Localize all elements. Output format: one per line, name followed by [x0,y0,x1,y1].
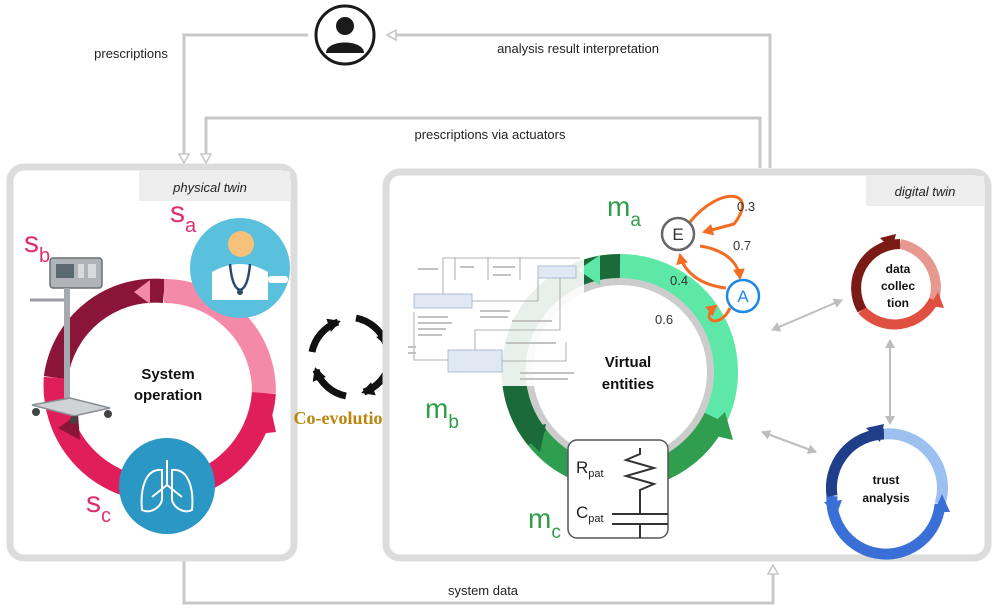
rc-circuit: Rpat Cpat [567,439,669,539]
user-icon [314,4,376,66]
prescriptions-label: prescriptions [94,46,168,61]
data-collection-line1: data [886,262,911,276]
co-evolution-label: Co-evolution [294,408,393,428]
state-a-node [725,278,761,314]
label-mb: mb [425,393,459,433]
system-operation-line2: operation [134,387,202,404]
trust-analysis-cycle [824,424,950,560]
system-operation-line1: System [141,366,194,383]
cycle-arrowhead [934,494,950,512]
trust-analysis-line1: trust [873,473,900,487]
prob-aa: 0.6 [655,312,673,327]
cycle-arrowhead [866,424,884,442]
system-data-arrow [182,558,773,605]
analysis-label: analysis result interpretation [497,41,659,56]
virtual-entities-line1: Virtual [605,354,651,371]
uml-diagram-thumbnail [404,248,584,386]
prob-ea: 0.7 [733,238,751,253]
cycle-arrowhead [824,500,842,516]
data-collection-line2: collec [881,279,915,293]
label-mc: mc [528,503,561,543]
cycle-arrowhead [880,234,896,250]
prob-ee: 0.3 [737,199,755,214]
doctor-icon [190,218,290,318]
prescriptions-arrow [184,33,308,162]
state-e-label: E [672,225,683,244]
data-collection-line3: tion [887,296,909,310]
label-sc: sc [86,486,111,527]
cycle-arrowhead [930,292,944,308]
label-sb: sb [24,226,50,267]
cycle-arrowhead [134,280,150,304]
label-ma: ma [607,191,641,231]
cycle-arrowhead [578,255,600,285]
r-pat-label: Rpat [576,458,604,480]
actuators-arrow [206,116,762,168]
cycle-arrowhead [703,412,733,440]
lungs-icon [119,438,215,534]
state-a-label: A [737,287,749,306]
virtual-entities-line2: entities [602,376,655,393]
ventilator-device [30,257,112,424]
physical-twin-label: physical twin [172,180,247,195]
co-evolution-icon [308,314,394,400]
state-e-node [660,216,696,252]
feedback-arrows [182,33,773,605]
actuators-label: prescriptions via actuators [414,127,566,142]
cycle-arrowhead [517,424,546,452]
digital-twin-label: digital twin [895,184,956,199]
analysis-arrow [388,35,772,168]
c-pat-label: Cpat [576,503,604,525]
data-collection-cycle [851,234,944,330]
markov-chain: E A 0.3 0.7 0.4 0.6 [655,194,761,327]
label-sa: sa [170,196,197,237]
trust-analysis-line2: analysis [862,491,910,505]
prob-ae: 0.4 [670,273,688,288]
system-data-label: system data [448,583,519,598]
bidirectional-arrows [761,298,895,454]
cycle-arrowhead [250,405,276,435]
